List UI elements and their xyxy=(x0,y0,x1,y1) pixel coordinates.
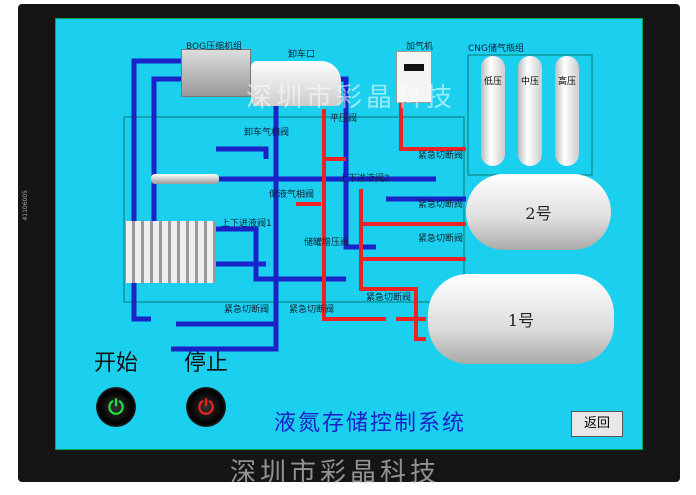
stop-label: 停止 xyxy=(184,351,229,376)
liquid-pipe xyxy=(322,109,386,321)
valve-emergency[interactable]: 紧急切断阀 xyxy=(366,293,412,303)
valve-inlet1[interactable]: 上下进液阀1 xyxy=(221,219,272,229)
watermark: 深圳市彩晶科技 xyxy=(230,458,441,488)
gas-pipe xyxy=(151,76,186,269)
back-button[interactable]: 返回 xyxy=(571,411,623,437)
bog-compressor-image xyxy=(181,49,251,97)
label-unload: 卸车口 xyxy=(288,50,316,60)
start-button[interactable]: ⏻ xyxy=(96,387,136,427)
start-label: 开始 xyxy=(94,351,139,376)
gas-pipe xyxy=(131,58,186,322)
valve-boost[interactable]: 储罐增压阀 xyxy=(304,238,350,248)
power-icon: ⏻ xyxy=(198,395,214,419)
label-bog: BOG压缩机组 xyxy=(186,42,243,52)
valve-inlet2[interactable]: 上下进液阀2 xyxy=(339,174,390,184)
tanker-truck-image xyxy=(251,61,341,106)
gas-pipe xyxy=(216,226,346,282)
stop-button[interactable]: ⏻ xyxy=(186,387,226,427)
tank-1[interactable]: 1号 xyxy=(428,274,614,364)
page-title: 液氮存储控制系统 xyxy=(274,411,467,436)
power-icon: ⏻ xyxy=(108,395,124,419)
valve-emergency[interactable]: 紧急切断阀 xyxy=(418,234,464,244)
label-dispenser: 加气机 xyxy=(406,42,434,52)
liquid-pipe xyxy=(399,89,466,151)
hmi-screen: 低压 中压 高压 2号 1号 BOG压缩机组 卸车口 加气机 CNG储气瓶组 卸… xyxy=(55,18,643,450)
valve-emergency[interactable]: 紧急切断阀 xyxy=(418,151,464,161)
label-cng: CNG储气瓶组 xyxy=(468,44,524,54)
cng-cylinder-high: 高压 xyxy=(555,56,579,166)
heater-image xyxy=(151,174,219,184)
watermark: 深圳市彩晶科技 xyxy=(246,83,457,113)
valve-balance[interactable]: 平压阀 xyxy=(330,114,358,124)
valve-emergency[interactable]: 紧急切断阀 xyxy=(289,305,335,315)
valve-reverse-gas[interactable]: 倒液气相阀 xyxy=(269,190,315,200)
valve-unload-gas[interactable]: 卸车气相阀 xyxy=(244,128,290,138)
liquid-pipe xyxy=(359,189,426,341)
cng-cylinder-mid: 中压 xyxy=(518,56,542,166)
pipe-diagram xyxy=(123,54,593,352)
cng-cylinder-low: 低压 xyxy=(481,56,505,166)
tank-2[interactable]: 2号 xyxy=(466,174,611,250)
process-frame xyxy=(123,116,465,303)
gas-pipe xyxy=(216,146,269,159)
gas-pipe xyxy=(171,89,279,352)
valve-emergency[interactable]: 紧急切断阀 xyxy=(418,200,464,210)
dispenser-image xyxy=(396,51,432,103)
bezel-code: 41106005 xyxy=(22,190,29,221)
valve-emergency[interactable]: 紧急切断阀 xyxy=(224,305,270,315)
vaporizer-image xyxy=(126,221,216,283)
